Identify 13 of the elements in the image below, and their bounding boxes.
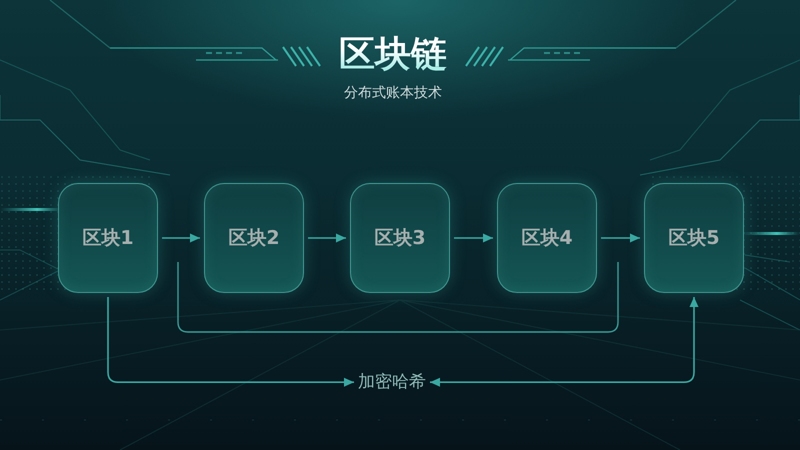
block-box: 区块3 bbox=[350, 183, 450, 293]
block-box: 区块5 bbox=[644, 183, 744, 293]
arrow bbox=[601, 234, 640, 242]
arrow bbox=[454, 234, 493, 242]
text-label: 加密哈希 bbox=[358, 372, 426, 392]
block-box: 区块1 bbox=[58, 183, 158, 293]
arrow bbox=[430, 297, 698, 387]
block-box: 区块2 bbox=[204, 183, 304, 293]
subtitle: 分布式账本技术 bbox=[344, 84, 442, 102]
arrow bbox=[308, 234, 346, 242]
block-box: 区块4 bbox=[497, 183, 597, 293]
arrow bbox=[162, 234, 200, 242]
arrow bbox=[107, 297, 354, 387]
